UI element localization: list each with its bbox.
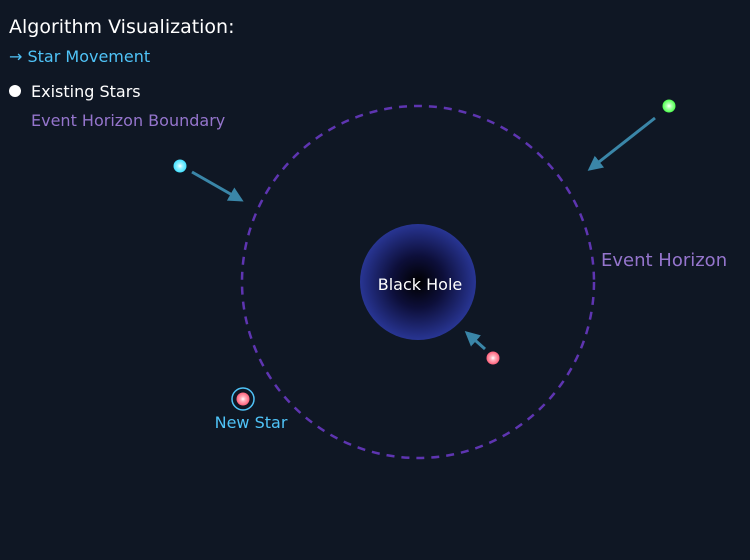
legend-title: Algorithm Visualization:: [9, 16, 235, 38]
star-cyan: [173, 159, 187, 173]
star-green: [662, 99, 676, 113]
existing-star-legend-icon: [9, 85, 21, 97]
event-horizon-circle: [240, 104, 596, 460]
legend-existing-stars: Existing Stars: [31, 82, 141, 101]
black-hole-label: Black Hole: [378, 275, 462, 294]
movement-arrow-red: [464, 331, 486, 351]
movement-arrow-green: [587, 116, 656, 171]
legend-boundary: Event Horizon Boundary: [31, 111, 225, 130]
legend-movement: → Star Movement: [9, 47, 150, 66]
black-hole: [360, 224, 476, 340]
new-star-label: New Star: [215, 413, 288, 432]
new-star: [236, 392, 250, 406]
new-star-ring: [231, 387, 255, 411]
star-red: [486, 351, 500, 365]
movement-arrow-cyan: [191, 170, 244, 202]
event-horizon-label: Event Horizon: [601, 250, 727, 271]
